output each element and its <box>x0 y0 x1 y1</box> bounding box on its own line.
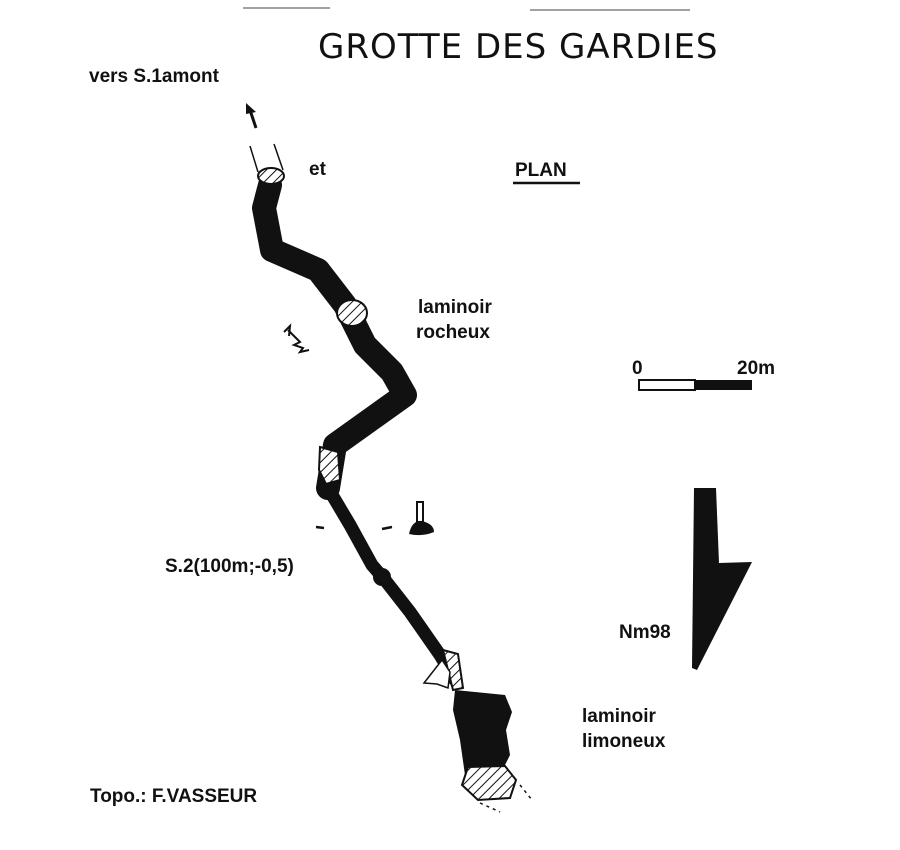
et-label: et <box>309 159 327 180</box>
scale-bar <box>638 379 752 391</box>
plan-label: PLAN <box>515 160 567 181</box>
entrance-walls <box>249 143 284 173</box>
water-flow-icon <box>283 323 310 354</box>
choke-middle <box>317 445 342 486</box>
laminoir-rocheux-label-2: rocheux <box>416 322 490 343</box>
scale-start-label: 0 <box>632 358 643 379</box>
laminoir-limoneux-label-1: laminoir <box>582 706 657 727</box>
map-title: GROTTE DES GARDIES <box>318 27 719 67</box>
choke-laminoir-limoneux <box>460 764 518 802</box>
cross-section-icon <box>409 501 434 536</box>
unsurveyed-continuation <box>479 784 533 813</box>
laminoir-rocheux-label-1: laminoir <box>418 297 493 318</box>
author-credit: Topo.: F.VASSEUR <box>90 786 257 807</box>
cave-passage <box>252 173 512 775</box>
choke-entrance <box>257 167 285 185</box>
section-mark <box>381 525 393 531</box>
north-arrow-icon <box>692 488 752 670</box>
sump-2-label: S.2(100m;-0,5) <box>165 556 294 577</box>
laminoir-limoneux-label-2: limoneux <box>582 731 666 752</box>
choke-laminoir-rocheux <box>336 299 368 327</box>
upstream-label: vers S.1amont <box>89 66 220 87</box>
scree-slope-icon <box>422 658 451 690</box>
upstream-arrow-icon <box>246 103 258 129</box>
scale-end-label: 20m <box>737 358 775 379</box>
section-mark <box>315 525 325 530</box>
north-label: Nm98 <box>619 622 671 643</box>
